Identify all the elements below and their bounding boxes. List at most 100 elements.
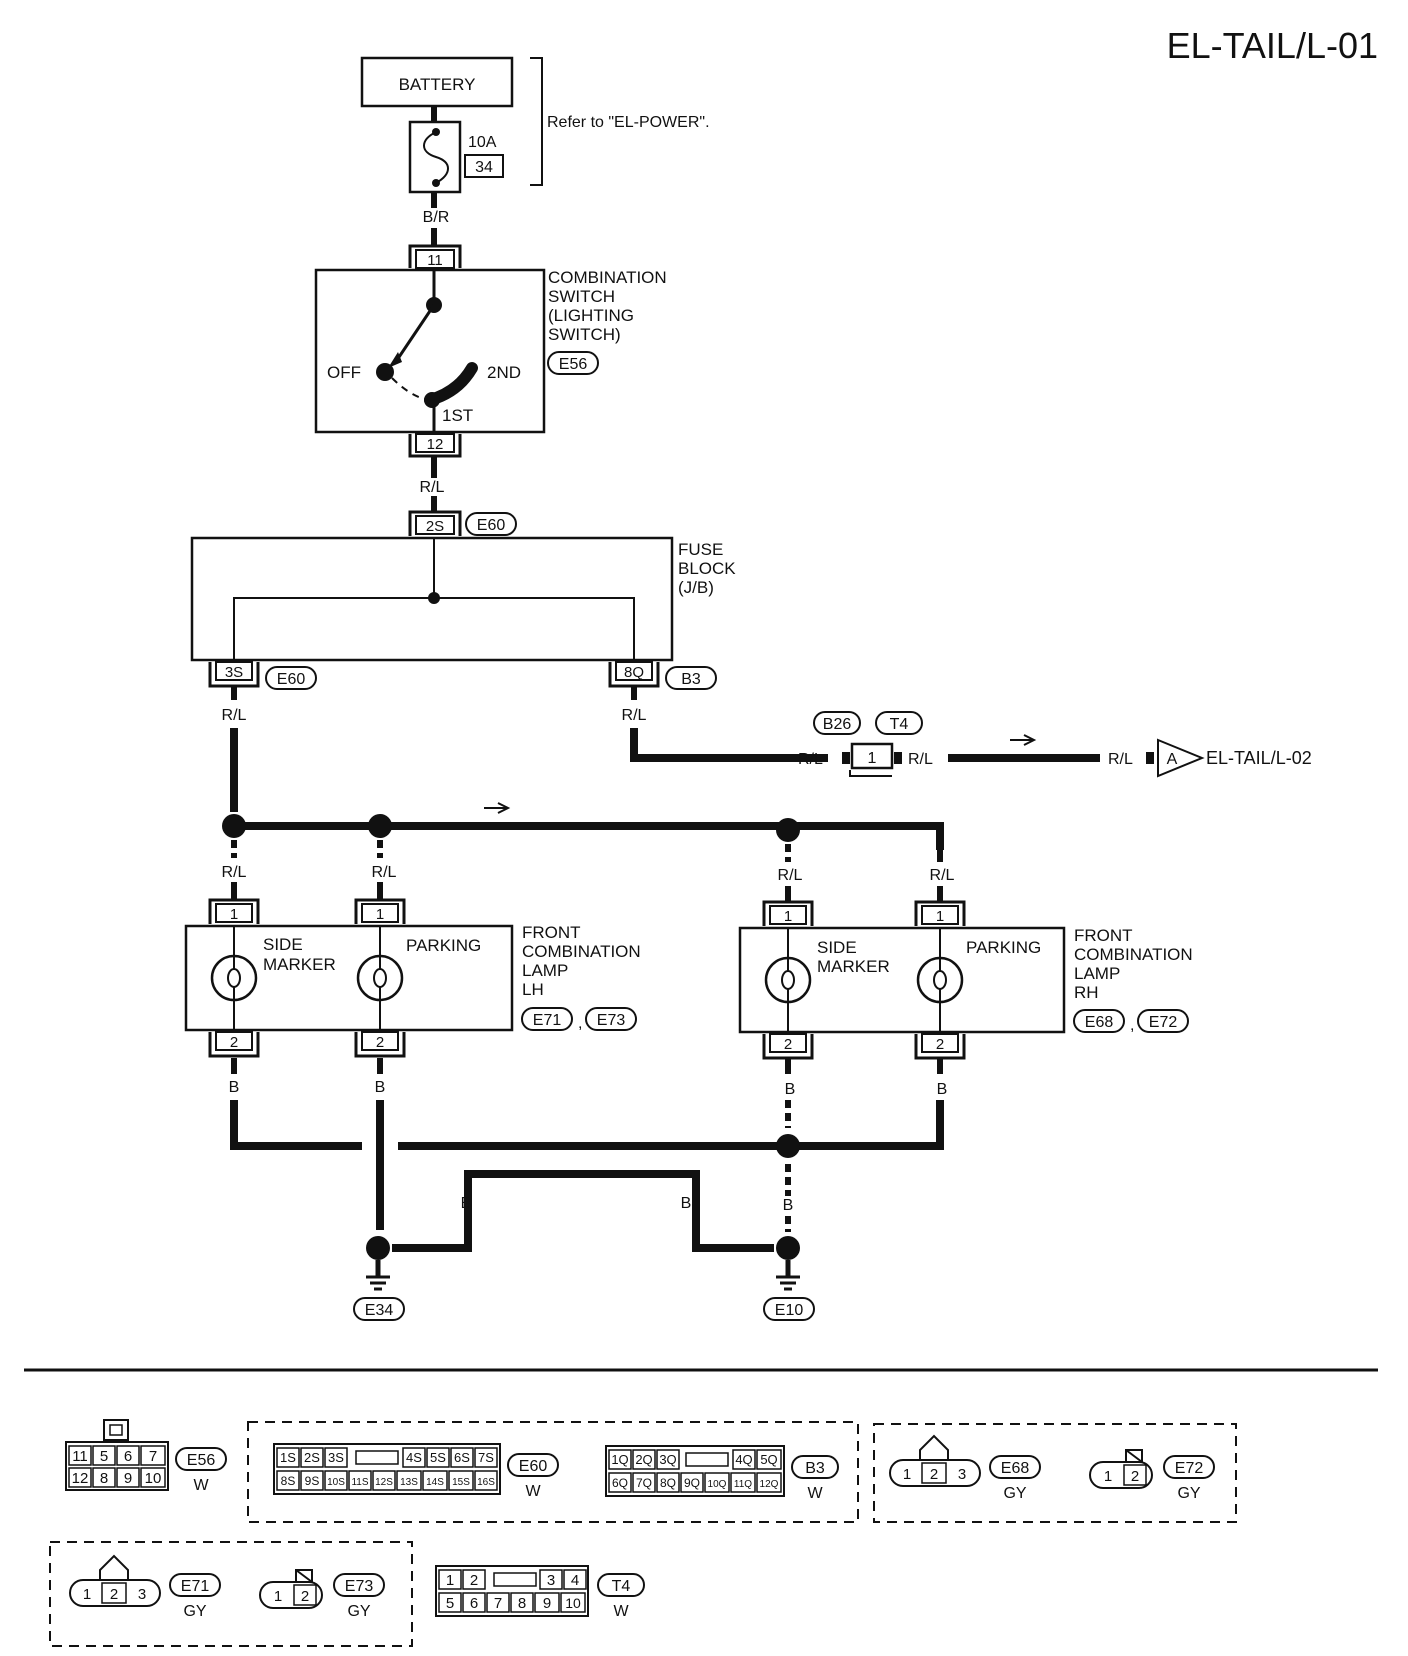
svg-text:1: 1 bbox=[868, 750, 877, 767]
svg-text:R/L: R/L bbox=[798, 751, 823, 768]
svg-text:R/L: R/L bbox=[930, 867, 955, 884]
svg-text:8S: 8S bbox=[281, 1474, 296, 1488]
svg-text:W: W bbox=[807, 1485, 823, 1502]
combination-switch: OFF 2ND 1ST bbox=[314, 268, 546, 434]
connector-e56-id: E56 bbox=[559, 356, 588, 373]
svg-text:9S: 9S bbox=[305, 1474, 320, 1488]
svg-text:2S: 2S bbox=[304, 1450, 320, 1465]
lamp-lh-pin-2b: 2 bbox=[354, 1031, 406, 1058]
svg-text:5: 5 bbox=[100, 1448, 108, 1465]
svg-text:LAMP: LAMP bbox=[1074, 964, 1120, 983]
svg-text:(J/B): (J/B) bbox=[678, 578, 714, 597]
svg-text:10: 10 bbox=[145, 1470, 162, 1487]
svg-text:10S: 10S bbox=[327, 1477, 345, 1488]
svg-text:R/L: R/L bbox=[222, 864, 247, 881]
svg-text:B: B bbox=[461, 1195, 472, 1212]
svg-text:7: 7 bbox=[494, 1595, 502, 1612]
switch-label: COMBINATION SWITCH (LIGHTING SWITCH) E56 bbox=[547, 268, 667, 375]
connector-view-t4: 1 2 3 4 5 6 7 8 9 10 T4 W bbox=[435, 1565, 645, 1620]
svg-text:FRONT: FRONT bbox=[522, 923, 581, 942]
svg-text:FUSE: FUSE bbox=[678, 540, 723, 559]
svg-text:1S: 1S bbox=[280, 1450, 296, 1465]
continuation-arrow-a[interactable]: A bbox=[1157, 738, 1205, 778]
svg-text:COMBINATION: COMBINATION bbox=[548, 268, 667, 287]
svg-text:SIDE: SIDE bbox=[263, 935, 303, 954]
svg-text:1: 1 bbox=[274, 1588, 282, 1605]
svg-text:R/L: R/L bbox=[622, 707, 647, 724]
svg-text:2: 2 bbox=[376, 1034, 384, 1051]
svg-text:1: 1 bbox=[376, 906, 384, 923]
svg-text:2: 2 bbox=[936, 1036, 944, 1053]
svg-text:B: B bbox=[375, 1079, 386, 1096]
page-reference-link[interactable]: EL-TAIL/L-02 bbox=[1206, 748, 1312, 768]
svg-text:8Q: 8Q bbox=[624, 664, 644, 681]
lamp-rh-pin-2a: 2 bbox=[762, 1033, 814, 1060]
connector-view-e56: 11 5 6 7 12 8 9 10 E56 W bbox=[65, 1419, 227, 1494]
connector-pin-12: 12 bbox=[408, 433, 462, 458]
svg-text:GY: GY bbox=[1003, 1485, 1026, 1502]
connector-pin-2s: 2S bbox=[408, 510, 462, 536]
svg-text:R/L: R/L bbox=[908, 751, 933, 768]
svg-text:COMBINATION: COMBINATION bbox=[1074, 945, 1193, 964]
svg-text:(LIGHTING: (LIGHTING bbox=[548, 306, 634, 325]
battery: BATTERY bbox=[360, 56, 514, 108]
svg-text:E60: E60 bbox=[277, 671, 306, 688]
svg-text:12Q: 12Q bbox=[760, 1479, 779, 1490]
svg-text:E73: E73 bbox=[345, 1578, 374, 1595]
svg-text:1: 1 bbox=[83, 1586, 91, 1603]
svg-text:GY: GY bbox=[1177, 1485, 1200, 1502]
connector-pin-3s: 3S bbox=[208, 661, 260, 688]
side-marker-bulb-lh bbox=[210, 954, 258, 1002]
svg-text:LAMP: LAMP bbox=[522, 961, 568, 980]
svg-text:B3: B3 bbox=[805, 1460, 825, 1477]
svg-text:MARKER: MARKER bbox=[817, 957, 890, 976]
svg-text:2S: 2S bbox=[426, 518, 444, 535]
svg-text:E71: E71 bbox=[181, 1578, 210, 1595]
connector-e60-badge-lower: E60 bbox=[265, 666, 317, 690]
lamp-lh-pin-2a: 2 bbox=[208, 1031, 260, 1058]
harness-connector-b26-t4: 1 B26 T4 bbox=[813, 711, 923, 777]
svg-text:4: 4 bbox=[571, 1572, 579, 1589]
svg-text:2: 2 bbox=[930, 1466, 938, 1483]
svg-text:5S: 5S bbox=[430, 1450, 446, 1465]
connector-group-lh-lamp bbox=[49, 1541, 413, 1647]
lamp-rh-pin-1a: 1 bbox=[762, 900, 814, 926]
svg-text:2: 2 bbox=[470, 1572, 478, 1589]
fuse-block bbox=[190, 536, 674, 662]
svg-text:5Q: 5Q bbox=[760, 1452, 777, 1467]
ground-point-left: E34 bbox=[353, 1236, 405, 1321]
svg-text:3S: 3S bbox=[225, 664, 243, 681]
svg-text:W: W bbox=[525, 1483, 541, 1500]
svg-text:B: B bbox=[937, 1081, 948, 1098]
svg-text:2: 2 bbox=[301, 1588, 309, 1605]
svg-text:R/L: R/L bbox=[1108, 751, 1133, 768]
svg-text:LH: LH bbox=[522, 980, 544, 999]
svg-text:E60: E60 bbox=[519, 1458, 548, 1475]
connector-view-e73: 1 2 E73 GY bbox=[259, 1569, 385, 1620]
svg-text:B3: B3 bbox=[681, 671, 701, 688]
connector-group-rh-lamp bbox=[873, 1423, 1237, 1523]
svg-text:6: 6 bbox=[124, 1448, 132, 1465]
page-id: EL-TAIL/L-01 bbox=[1167, 25, 1378, 66]
switch-pos-off: OFF bbox=[327, 363, 361, 382]
svg-text:E68: E68 bbox=[1001, 1460, 1030, 1477]
svg-text:BATTERY: BATTERY bbox=[399, 75, 476, 94]
svg-text:2: 2 bbox=[230, 1034, 238, 1051]
svg-text:R/L: R/L bbox=[372, 864, 397, 881]
svg-text:10: 10 bbox=[565, 1595, 581, 1611]
ground-e10-id: E10 bbox=[775, 1302, 804, 1319]
svg-text:8: 8 bbox=[100, 1470, 108, 1487]
connector-b26-id: B26 bbox=[823, 716, 852, 733]
svg-text:4Q: 4Q bbox=[735, 1452, 752, 1467]
svg-text:COMBINATION: COMBINATION bbox=[522, 942, 641, 961]
svg-text:6Q: 6Q bbox=[612, 1476, 628, 1490]
svg-text:BLOCK: BLOCK bbox=[678, 559, 736, 578]
fuse-34: 10A 34 bbox=[408, 120, 504, 194]
fuse-block-label: FUSE BLOCK (J/B) bbox=[678, 540, 736, 597]
svg-text:11Q: 11Q bbox=[734, 1479, 752, 1490]
connector-view-e71: 1 2 3 E71 GY bbox=[69, 1554, 221, 1620]
svg-text:3: 3 bbox=[138, 1586, 146, 1603]
connector-pin-11: 11 bbox=[408, 244, 462, 269]
svg-text:,: , bbox=[1130, 1017, 1134, 1034]
